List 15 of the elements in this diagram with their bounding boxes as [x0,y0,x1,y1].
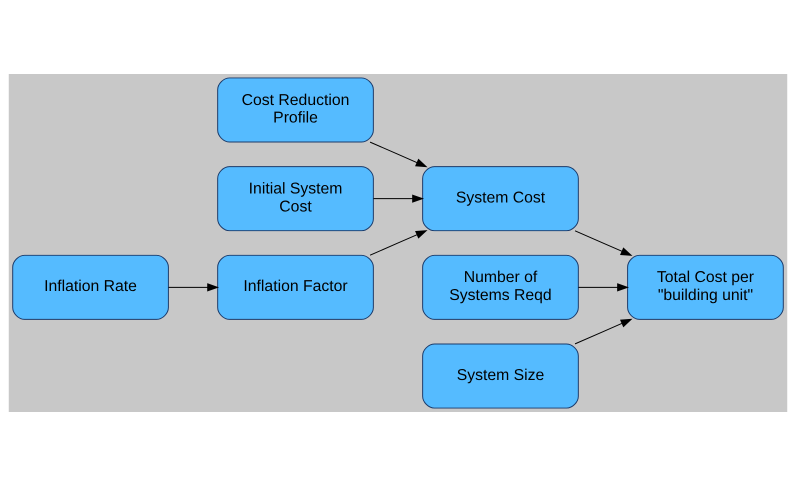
node-box: System Cost [422,166,579,231]
arrow [578,282,629,291]
node-box: Initial System Cost [217,166,374,231]
node-box: System Size [422,343,579,408]
node-box: Inflation Factor [217,254,374,320]
arrow [168,282,220,291]
arrow [373,194,424,202]
node-box: Cost Reduction Profile [217,76,374,142]
arrow [370,230,428,256]
arrow [574,318,632,344]
node-box: Number of Systems Reqd [422,254,579,320]
arrow [574,230,632,256]
arrow [370,141,428,167]
node-box: Inflation Rate [12,254,169,320]
node-box: Total Cost per "building unit" [627,254,784,320]
